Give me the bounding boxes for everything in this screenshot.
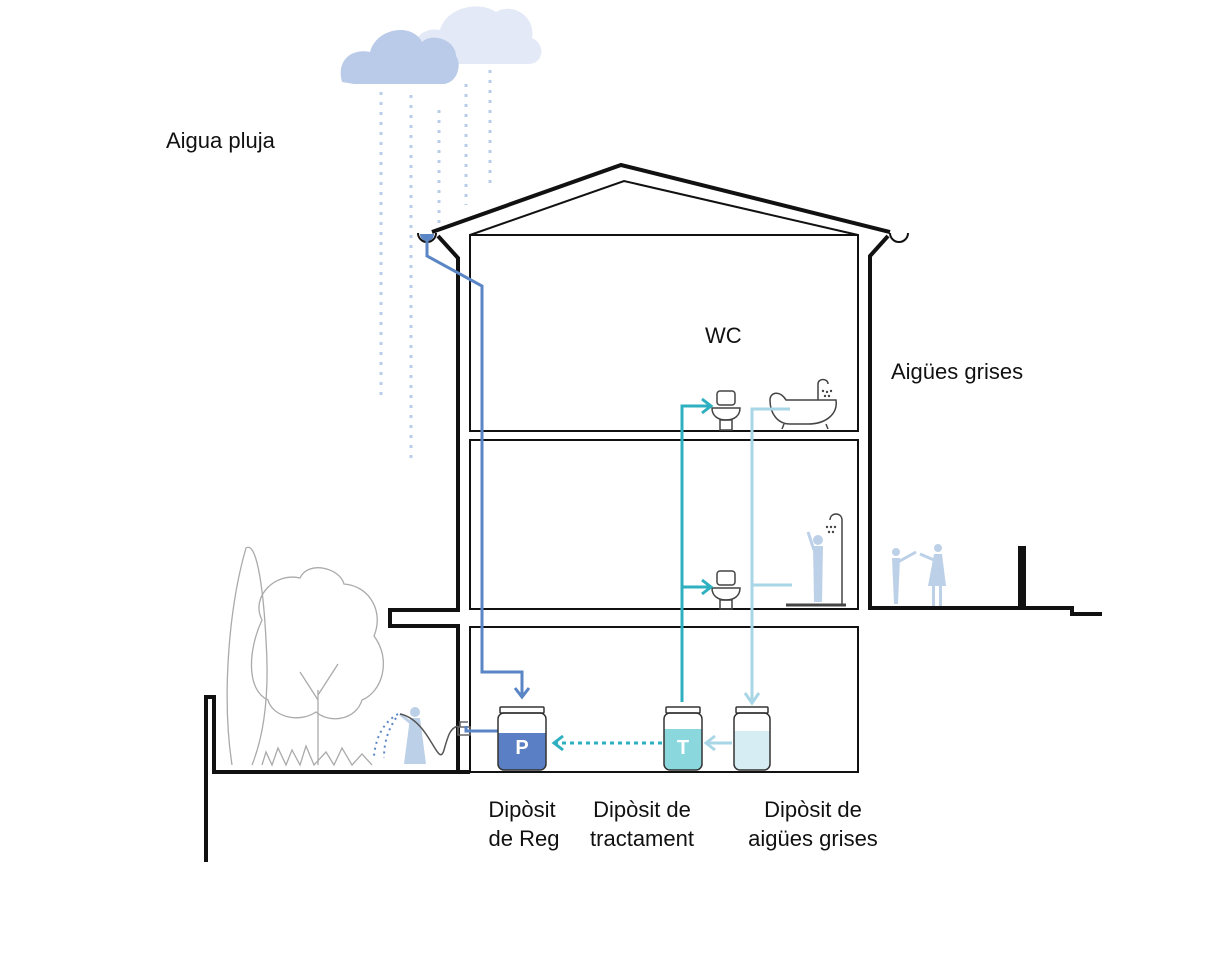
tank-reg: P xyxy=(497,706,547,771)
wc-label: WC xyxy=(705,323,742,348)
tank-grey-caption: Dipòsit de aigües grises xyxy=(728,795,898,853)
rainwater-pipe xyxy=(425,237,524,696)
tank-grey-caption-line1: Dipòsit de xyxy=(764,797,862,822)
tank-grey-caption-line2: aigües grises xyxy=(748,826,878,851)
rain-water-label: Aigua pluja xyxy=(166,128,275,153)
planter-wall xyxy=(204,695,470,862)
grey-water-label: Aigües grises xyxy=(891,359,1024,384)
tank-tract-caption-line2: tractament xyxy=(590,826,694,851)
tank-reg-caption-line1: Dipòsit xyxy=(488,797,556,822)
toilet-icon xyxy=(711,390,741,431)
reg-to-faucet-pipe xyxy=(464,726,498,733)
tank-reg-letter: P xyxy=(515,737,528,759)
toilet-icon xyxy=(711,570,741,610)
inner-roof xyxy=(469,179,859,236)
outdoor-people xyxy=(892,544,946,606)
right-gutter xyxy=(889,232,909,243)
outer-roof xyxy=(431,162,891,234)
bathtub-icon xyxy=(769,378,837,430)
house-outline xyxy=(204,162,1102,862)
shower-icon xyxy=(786,513,846,607)
treatment-to-reg-arrow xyxy=(551,734,564,752)
left-outer-wall xyxy=(388,234,460,772)
tank-reg-caption: Dipòsit de Reg xyxy=(452,795,592,853)
water-spray xyxy=(373,713,399,759)
tank-reg-caption-line2: de Reg xyxy=(488,826,560,851)
shower-icon xyxy=(821,389,833,398)
tank-tract-letter: T xyxy=(677,737,689,759)
right-outer-wall xyxy=(868,234,1102,616)
person-icon xyxy=(806,531,823,602)
tank-tract: T xyxy=(663,706,703,771)
floor-top xyxy=(469,234,859,432)
tank-tract-caption: Dipòsit de tractament xyxy=(561,795,723,853)
floor-middle xyxy=(469,439,859,610)
grey-water-pipe xyxy=(750,407,790,702)
treated-water-arrow-middle xyxy=(701,578,714,596)
rain-drops xyxy=(379,70,492,460)
tank-tract-caption-line1: Dipòsit de xyxy=(593,797,691,822)
rainwater-pipe-arrow xyxy=(513,687,531,700)
grey-water-arrow xyxy=(743,692,761,706)
rain-collector-fill xyxy=(420,234,434,241)
tank-grey xyxy=(733,706,771,771)
treated-water-pipe xyxy=(680,404,710,702)
grey-to-treatment-arrow xyxy=(703,734,716,752)
floor-basement xyxy=(469,626,859,773)
tree-icon xyxy=(226,546,384,767)
person-icon xyxy=(399,707,426,764)
garden-hose-icon xyxy=(399,713,459,756)
cloud-icon xyxy=(340,6,542,85)
treated-water-arrow-top xyxy=(701,397,714,415)
